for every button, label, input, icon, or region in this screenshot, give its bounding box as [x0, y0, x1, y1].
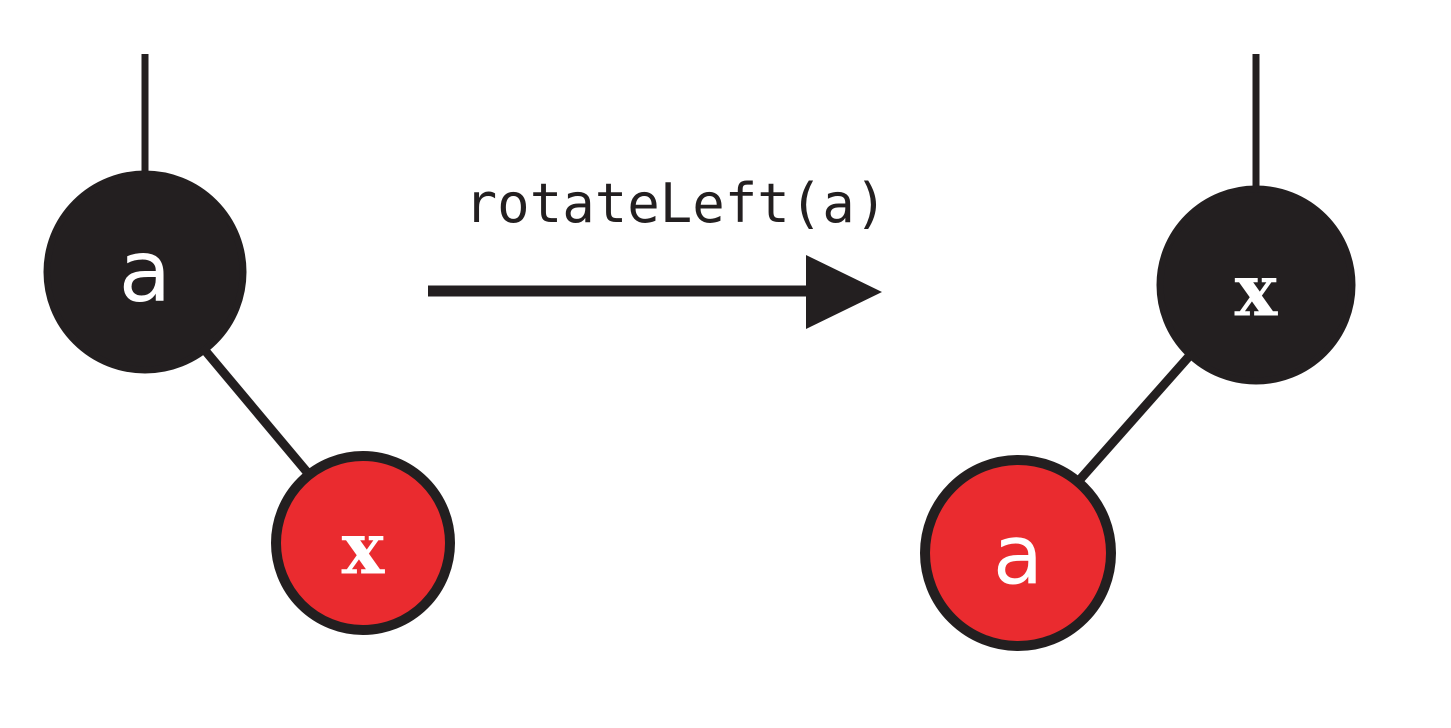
- after-node-x-circle: [1156, 185, 1356, 385]
- rotate-left-operation: rotateLeft(a): [428, 172, 887, 329]
- after-node-a-label: a: [993, 509, 1043, 604]
- after-node-x[interactable]: x: [1156, 185, 1356, 385]
- operation-label: rotateLeft(a): [465, 172, 888, 235]
- after-edge-x-to-a: [1072, 350, 1196, 487]
- before-node-a[interactable]: a: [43, 170, 247, 374]
- arrow-head: [806, 255, 882, 329]
- before-tree: a x: [43, 54, 455, 635]
- after-node-x-label: x: [1235, 248, 1279, 333]
- after-node-a[interactable]: a: [920, 455, 1116, 651]
- before-node-x[interactable]: x: [271, 451, 455, 635]
- after-node-a-circle: [920, 455, 1116, 651]
- before-node-x-circle: [271, 451, 455, 635]
- after-tree: x a: [920, 54, 1356, 651]
- before-node-x-label: x: [342, 506, 386, 591]
- before-node-a-label: a: [119, 222, 172, 322]
- before-edge-a-to-x: [199, 345, 316, 481]
- before-node-a-circle: [43, 170, 247, 374]
- right-arrow-icon: [428, 255, 882, 329]
